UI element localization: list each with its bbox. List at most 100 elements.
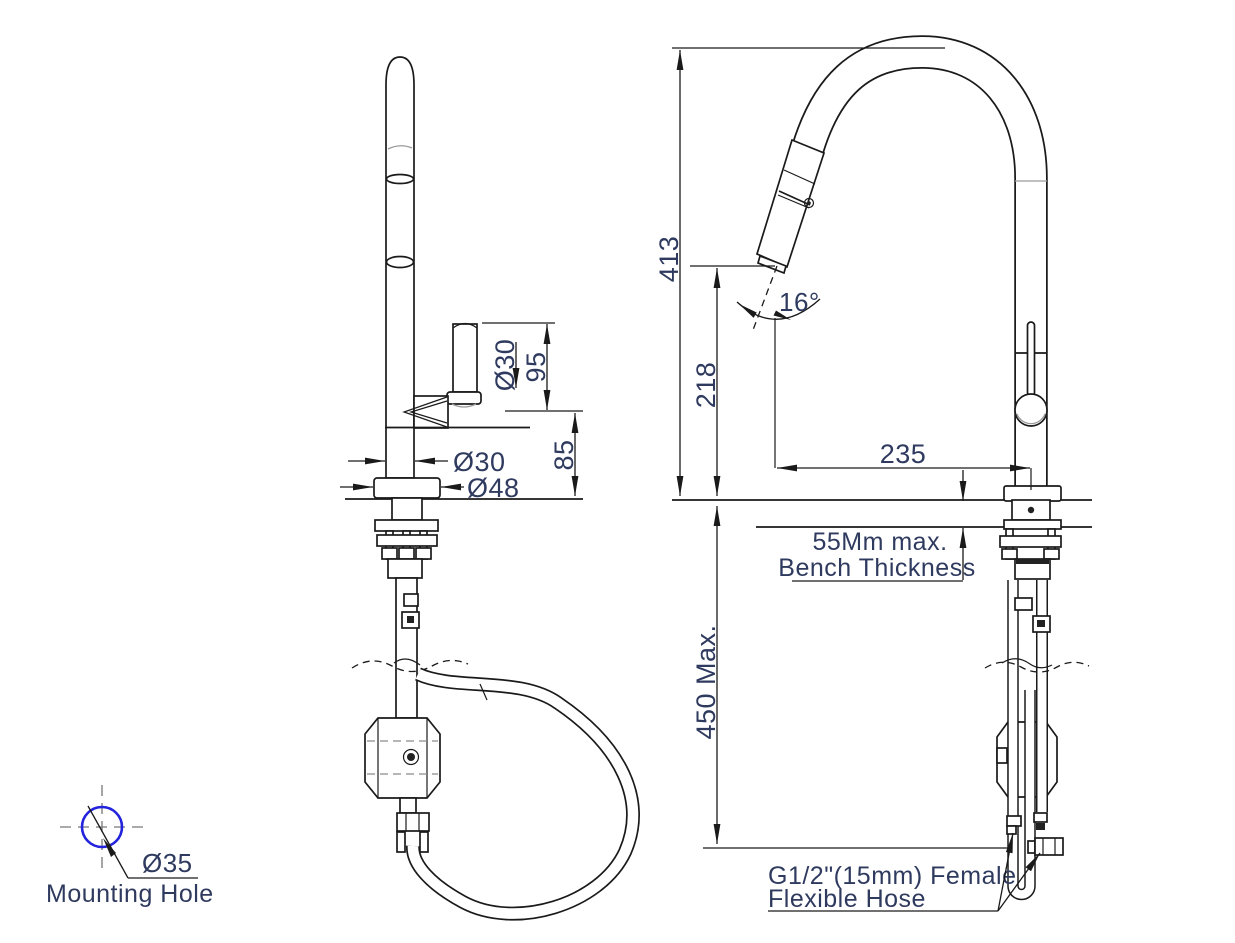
- hose-clip: [1014, 597, 1033, 611]
- clip-detail: [1037, 620, 1045, 627]
- tube-clip: [403, 593, 419, 607]
- dim-text-218: 218: [691, 362, 721, 409]
- dim-text-85: 85: [549, 439, 579, 470]
- fitting-tab: [419, 831, 429, 853]
- hose-joint-line: [479, 683, 488, 701]
- hose-hex-collar: [1027, 840, 1036, 854]
- hose-loop: [406, 667, 640, 921]
- mount-plate: [1003, 519, 1062, 530]
- dim-text-hole-diameter: Ø35: [142, 848, 193, 878]
- mount-nut: [381, 547, 398, 560]
- dim-text-235: 235: [880, 439, 927, 469]
- angle-arrow: [739, 304, 757, 318]
- clip-detail: [407, 616, 414, 623]
- tube-section-arc: [387, 145, 413, 150]
- head-section-line: [783, 169, 816, 185]
- hose-note-line2: Flexible Hose: [768, 885, 926, 913]
- dim-text-95: 95: [521, 351, 551, 382]
- valve-block: [387, 558, 423, 579]
- weight-latch: [996, 747, 1008, 764]
- mixer-handle: [1014, 321, 1048, 427]
- handle-flange: [446, 391, 482, 405]
- dim-85: 85: [549, 413, 579, 496]
- dim-text-450: 450 Max.: [691, 624, 721, 739]
- mounting-hole-detail: Ø35 Mounting Hole: [46, 785, 214, 908]
- hose-u-loop: [1007, 580, 1036, 901]
- mount-neck: [391, 497, 423, 521]
- dim-218: 218: [690, 265, 775, 496]
- hose-end-clip: [1006, 815, 1022, 827]
- leader-arrow: [103, 838, 116, 857]
- hose-end-detail: [1036, 823, 1045, 830]
- dim-text-angle: 16°: [779, 287, 820, 317]
- valve-block-band: [1016, 559, 1049, 564]
- handle-ball: [1014, 393, 1048, 427]
- dim-450-max: 450 Max.: [691, 506, 1008, 849]
- dim-bench-thickness: 55Mm max. Bench Thickness: [778, 470, 975, 582]
- mounting-hole-label: Mounting Hole: [46, 880, 214, 908]
- dim-text-flange-diameter: Ø48: [467, 473, 520, 503]
- handle-cap: [452, 322, 478, 329]
- handle-cylinder: [452, 323, 478, 393]
- hose-hex-fitting: [1034, 837, 1064, 856]
- angle-arrow: [773, 310, 791, 320]
- dim-angle: 16°: [736, 265, 821, 468]
- mount-bracket: [376, 534, 438, 547]
- ball-shadow: [1016, 413, 1046, 425]
- weight-screw: [402, 748, 420, 766]
- head-collar-line2: [777, 194, 810, 209]
- left-view-faucet: Ø30 95 85 Ø30 Ø48: [340, 56, 640, 921]
- gooseneck-tube: [792, 35, 1048, 497]
- hose-weight: [364, 717, 441, 799]
- mount-nut: [415, 547, 432, 560]
- hose-leader: [997, 852, 1041, 912]
- spray-tip: [756, 254, 788, 275]
- tube-joint-ring-1: [385, 173, 415, 185]
- leader-line: [87, 805, 129, 879]
- dim-text-tube-diameter: Ø30: [453, 447, 506, 477]
- base-flange: [373, 477, 441, 499]
- dim-handle-diameter: Ø30: [490, 339, 520, 392]
- head-button: [803, 197, 815, 209]
- hose-note-line1: G1/2"(15mm) Female: [768, 862, 1017, 890]
- weight-screw-center: [407, 753, 415, 761]
- bench-flange: [1003, 485, 1062, 502]
- mount-nut: [398, 547, 415, 560]
- hose-end-clip: [1033, 812, 1048, 823]
- mounting-hole-circle: [80, 805, 124, 849]
- bench-note-line1: 55Mm max.: [812, 528, 947, 556]
- dim-95: 95: [482, 322, 583, 412]
- tube-joint-ring-2: [385, 255, 415, 269]
- fitting-tab: [396, 831, 406, 853]
- mount-nut: [1001, 548, 1018, 560]
- right-view-faucet: 413 218 16° 235 55Mm max. Bench Thickne: [654, 35, 1092, 913]
- spray-head-body: [755, 138, 826, 269]
- dim-235: 235: [777, 439, 1032, 490]
- hose-end-tab: [1006, 825, 1017, 835]
- dim-text-handle-diameter: Ø30: [490, 339, 520, 392]
- angle-dashed-line: [752, 265, 778, 331]
- mount-nut: [1043, 548, 1060, 560]
- break-line-solid: [1001, 658, 1053, 669]
- hex-nut: [396, 812, 430, 832]
- hose-note: G1/2"(15mm) Female Flexible Hose: [768, 832, 1041, 913]
- hose-leader: [997, 832, 1014, 912]
- break-line: [351, 659, 469, 673]
- head-button-dot: [807, 201, 811, 205]
- spout-chevron-outer: [402, 396, 448, 428]
- neck-screw: [1027, 506, 1035, 514]
- mount-plate: [374, 519, 439, 532]
- break-line-solid: [393, 658, 421, 666]
- hose-fitting: [399, 797, 417, 814]
- spout-chevron-inner: [408, 400, 448, 424]
- spray-head: [755, 138, 826, 275]
- handle-flange-shadow: [451, 403, 477, 408]
- dim-flange-diameter: Ø48: [340, 473, 520, 503]
- dim-tube-diameter: Ø30: [348, 447, 506, 477]
- mount-bracket: [999, 535, 1062, 548]
- bench-note-line2: Bench Thickness: [778, 554, 975, 582]
- dim-text-413: 413: [654, 236, 684, 283]
- dim-413: 413: [654, 47, 945, 496]
